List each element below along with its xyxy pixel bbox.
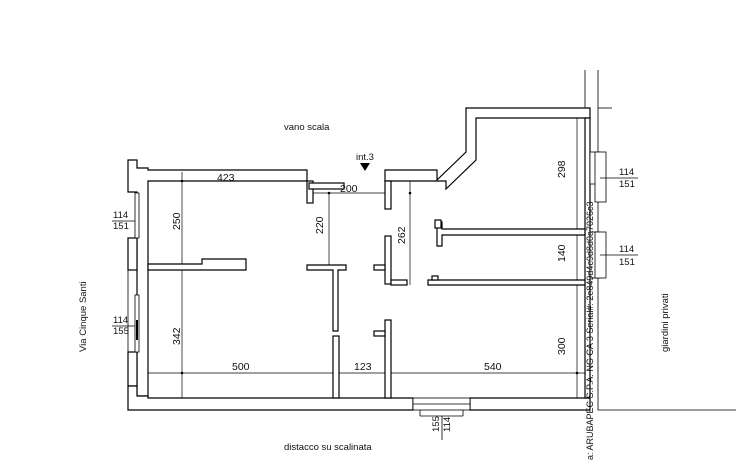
dim-500: 500 <box>232 361 250 373</box>
int-label: int.3 <box>356 152 374 163</box>
dim-123: 123 <box>354 361 372 373</box>
dim-220: 220 <box>314 216 326 234</box>
svg-text:114: 114 <box>619 244 634 255</box>
svg-text:155: 155 <box>431 416 442 432</box>
dim-262: 262 <box>396 226 408 244</box>
dim-300: 300 <box>556 337 568 355</box>
dim-423: 423 <box>217 172 235 184</box>
dim-140: 140 <box>556 244 568 262</box>
left-windows <box>127 192 140 353</box>
neighbour-wall <box>584 70 736 411</box>
vano-scala-label: vano scala <box>284 122 330 133</box>
exterior-walls <box>127 107 591 411</box>
giardini-label: giardini privati <box>660 293 671 352</box>
window-bottom-label: 114 155 <box>431 416 453 440</box>
svg-text:151: 151 <box>619 179 635 190</box>
dim-298: 298 <box>556 160 568 178</box>
dim-250: 250 <box>171 212 183 230</box>
svg-text:155: 155 <box>113 326 129 337</box>
entrance-arrow-icon <box>360 163 370 171</box>
svg-text:151: 151 <box>619 257 635 268</box>
interior-walls <box>147 180 586 399</box>
dim-342: 342 <box>171 327 183 345</box>
dim-540: 540 <box>484 361 502 373</box>
dimension-lines <box>148 118 585 398</box>
window-right-mid-label: 114 151 <box>600 244 638 268</box>
svg-text:114: 114 <box>619 167 634 178</box>
svg-text:114: 114 <box>113 210 128 221</box>
watermark-label: a: ARUBAPEC S.P.A. NG CA 3 Serial#: 2e84… <box>585 202 595 460</box>
window-right-top-label: 114 151 <box>600 167 638 190</box>
via-label: Via Cinque Santi <box>78 281 89 352</box>
bottom-window <box>412 397 471 417</box>
svg-text:151: 151 <box>113 221 129 232</box>
window-left-top-label: 114 151 <box>112 210 135 232</box>
svg-text:114: 114 <box>113 315 128 326</box>
window-left-bottom-label: 114 155 <box>112 315 135 337</box>
dim-200: 200 <box>340 183 358 195</box>
svg-text:114: 114 <box>442 417 453 432</box>
distacco-label: distacco su scalinata <box>284 442 372 453</box>
